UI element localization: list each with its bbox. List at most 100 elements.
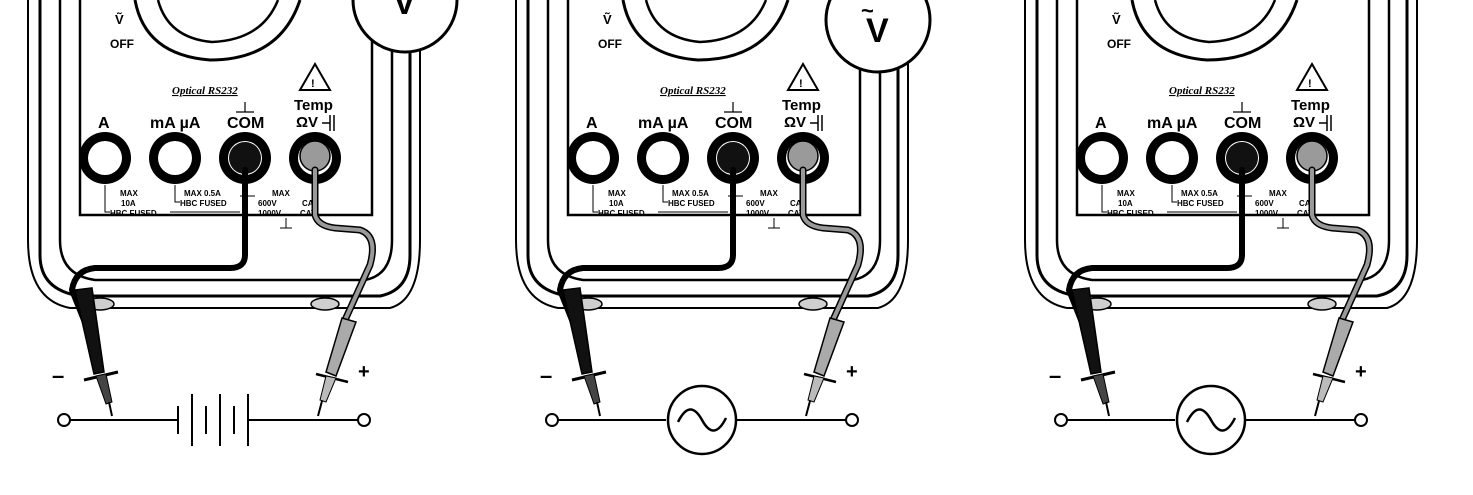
- jack-ma-ua[interactable]: [149, 132, 201, 184]
- rating-a-max: MAX: [608, 189, 626, 198]
- circuit: [545, 384, 859, 456]
- terminal-node-left: [545, 413, 559, 427]
- brand-text: Optical RS232: [1169, 85, 1235, 97]
- black-probe: [1071, 287, 1116, 417]
- positive-sign: +: [358, 361, 370, 383]
- brand-text: Optical RS232: [172, 85, 238, 97]
- rating-a-max: MAX: [120, 189, 138, 198]
- v-lead-inner: [801, 168, 863, 322]
- rating-ma-max: MAX 0.5A: [184, 189, 221, 198]
- warning-icon: !: [1295, 61, 1329, 91]
- panel-ac-voltage-2: Ṽ OFF Optical RS232 ! A mA µA COM Temp …: [997, 0, 1473, 490]
- rating-cat1: CAT: [1299, 199, 1315, 208]
- terminal-node-left: [1054, 413, 1068, 427]
- jack-a[interactable]: [1076, 132, 1128, 184]
- terminal-a-label: A: [98, 115, 110, 132]
- ratings: MAX 10A HBC FUSED MAX 0.5A HBC FUSED MAX…: [1107, 189, 1315, 218]
- terminal-a-label: A: [586, 115, 598, 132]
- negative-sign: –: [540, 363, 552, 388]
- rating-a-current: 10A: [609, 199, 624, 208]
- jack-v-ohm[interactable]: [1286, 132, 1338, 184]
- terminal-com-label: COM: [1224, 115, 1261, 132]
- rating-ma-fuse: HBC FUSED: [1177, 199, 1224, 208]
- capacitor-symbol: [1319, 115, 1332, 131]
- terminal-ma-label: mA µA: [1147, 115, 1198, 132]
- battery-symbol: [177, 394, 249, 446]
- rating-cat1: CAT: [302, 199, 318, 208]
- jack-com[interactable]: [219, 132, 271, 184]
- capacitor-symbol: [322, 115, 335, 131]
- jack-v-ohm[interactable]: [289, 132, 341, 184]
- terminal-node-right: [845, 413, 859, 427]
- v-lead-inner: [1310, 168, 1372, 322]
- ground-symbol: [236, 102, 254, 113]
- rating-600v: 600V: [746, 199, 765, 208]
- positive-sign: +: [1355, 361, 1367, 383]
- black-probe: [74, 287, 119, 417]
- rating-1000v: 1000V: [746, 209, 770, 218]
- rating-v-max: MAX: [272, 189, 290, 198]
- rating-ma-max: MAX 0.5A: [672, 189, 709, 198]
- terminal-com-label: COM: [715, 115, 752, 132]
- warning-icon: !: [298, 61, 332, 91]
- rating-1000v: 1000V: [258, 209, 282, 218]
- terminal-ma-label: mA µA: [638, 115, 689, 132]
- ratings: MAX 10A HBC FUSED MAX 0.5A HBC FUSED MAX…: [110, 189, 318, 218]
- dial-v-label: Ṽ: [603, 12, 612, 27]
- terminal-ohmv-label: ΩV: [784, 114, 806, 131]
- meter-body: [515, 0, 909, 309]
- v-lead-inner: [313, 168, 375, 322]
- terminal-temp-label: Temp: [782, 97, 821, 114]
- knob-v-symbol: V: [866, 12, 889, 50]
- com-lead: [556, 167, 736, 333]
- jack-ma-ua[interactable]: [1146, 132, 1198, 184]
- rating-cat2: CAT: [788, 209, 804, 218]
- rating-a-fuse: HBC FUSED: [1107, 209, 1154, 218]
- rating-600v: 600V: [258, 199, 277, 208]
- jack-com[interactable]: [707, 132, 759, 184]
- dial-v-label: Ṽ: [115, 12, 124, 27]
- terminal-ohmv-label: ΩV: [1293, 114, 1315, 131]
- red-probe: [315, 317, 357, 417]
- svg-text:!: !: [311, 78, 315, 90]
- rating-cat2: CAT: [1297, 209, 1313, 218]
- terminal-node-right: [357, 413, 371, 427]
- rating-1000v: 1000V: [1255, 209, 1279, 218]
- rotary-dial: [133, 0, 302, 62]
- multimeter-panel: Ṽ OFF Optical RS232 ! A mA µA COM Temp …: [1024, 0, 1418, 456]
- circuit: [57, 394, 371, 446]
- warning-icon: !: [786, 61, 820, 91]
- com-lead: [68, 167, 248, 333]
- positive-sign: +: [846, 361, 858, 383]
- jack-com[interactable]: [1216, 132, 1268, 184]
- rotary-dial: [621, 0, 790, 62]
- terminal-ohmv-label: ΩV: [296, 114, 318, 131]
- jack-ma-ua[interactable]: [637, 132, 689, 184]
- multimeter-panel: Ṽ OFF V Optical RS232 ! A mA µA COM Tem…: [27, 0, 459, 446]
- dial-off-label: OFF: [1107, 37, 1131, 51]
- rotary-dial: [1130, 0, 1299, 62]
- rating-cat1: CAT: [790, 199, 806, 208]
- ac-source-symbol: [1175, 384, 1247, 456]
- dial-off-label: OFF: [110, 37, 134, 51]
- red-probe: [803, 317, 845, 417]
- knob-v-symbol: V: [393, 0, 416, 22]
- rating-ma-max: MAX 0.5A: [1181, 189, 1218, 198]
- ground-symbol: [1233, 102, 1251, 113]
- rating-cat2: CAT: [300, 209, 316, 218]
- rating-a-current: 10A: [1118, 199, 1133, 208]
- red-probe: [1312, 317, 1354, 417]
- jack-a[interactable]: [567, 132, 619, 184]
- jack-a[interactable]: [79, 132, 131, 184]
- rating-brackets: [104, 185, 292, 229]
- rating-a-fuse: HBC FUSED: [110, 209, 157, 218]
- terminal-temp-label: Temp: [1291, 97, 1330, 114]
- rating-600v: 600V: [1255, 199, 1274, 208]
- com-lead: [1065, 167, 1245, 333]
- circuit: [1054, 384, 1368, 456]
- terminal-a-label: A: [1095, 115, 1107, 132]
- selector-knob: V: [351, 0, 459, 54]
- jack-v-ohm[interactable]: [777, 132, 829, 184]
- knob-ac-symbol: ~: [861, 0, 874, 23]
- svg-text:!: !: [799, 78, 803, 90]
